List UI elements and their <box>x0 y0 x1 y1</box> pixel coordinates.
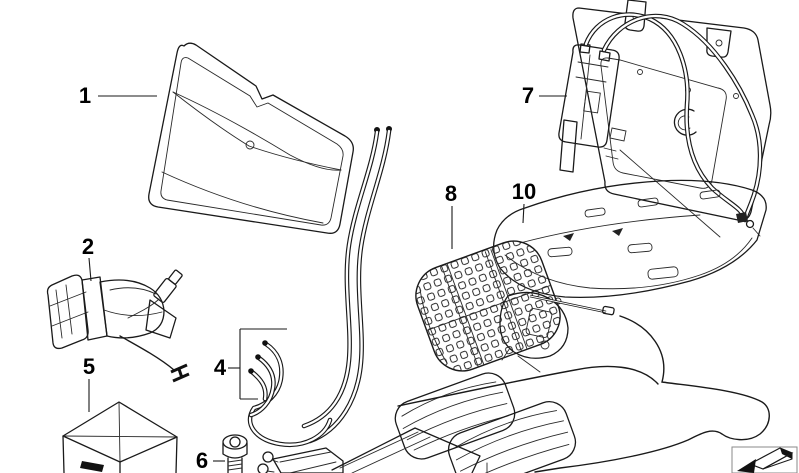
valve-block <box>257 447 344 473</box>
part-4-hose-ends <box>239 328 333 448</box>
air-hoses-pair <box>301 126 392 444</box>
part-callout-4[interactable]: 4 <box>213 355 227 380</box>
direction-arrow-box <box>731 446 798 473</box>
part-6-bolt <box>222 434 248 473</box>
part-callout-7[interactable]: 7 <box>521 83 535 108</box>
part-callout-6[interactable]: 6 <box>195 448 209 473</box>
part-7-frame-assembly <box>558 0 772 238</box>
cushion-pads <box>331 315 770 473</box>
part-callout-1[interactable]: 1 <box>78 83 92 108</box>
part-2-pump <box>46 269 190 383</box>
part-callout-10[interactable]: 10 <box>511 179 537 204</box>
part-callout-5[interactable]: 5 <box>82 354 96 379</box>
part-1-cover-panel <box>148 42 354 234</box>
part-callout-2[interactable]: 2 <box>81 234 95 259</box>
part-5-repair-kit-box <box>62 401 178 473</box>
leader-lines <box>88 95 567 462</box>
3d-direction-arrow-icon <box>737 447 794 473</box>
part-callout-8[interactable]: 8 <box>444 181 458 206</box>
part-8-lumbar-unit <box>415 240 615 373</box>
